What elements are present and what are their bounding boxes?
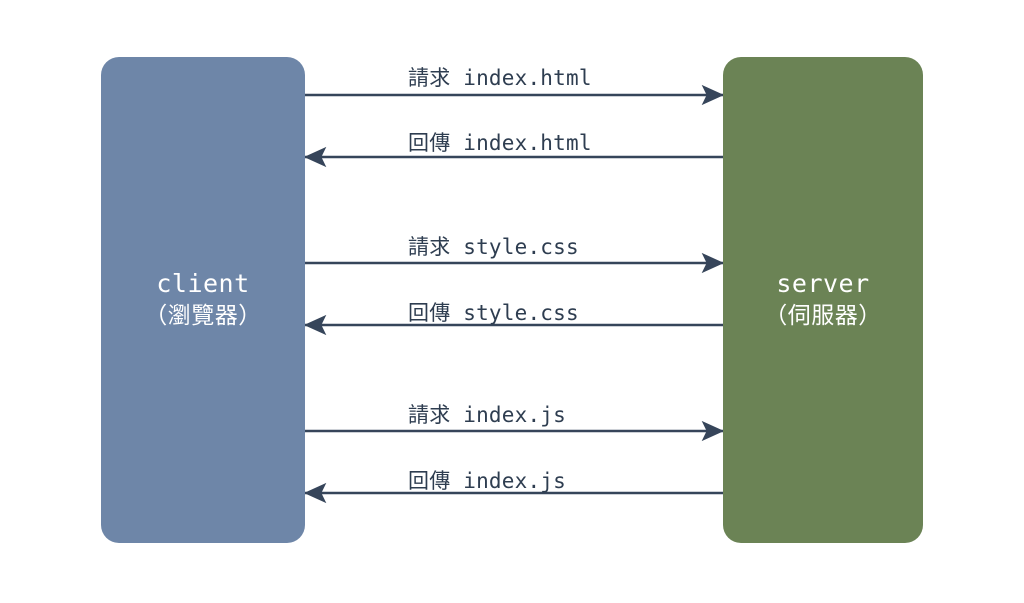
message-label: 請求 style.css [408,235,579,259]
message-label: 請求 index.js [408,403,566,427]
client-node-title: client [156,269,250,299]
server-node-subtitle: （伺服器） [764,303,882,330]
message-label: 回傳 index.js [408,469,566,493]
client-node: client （瀏覽器） [101,57,305,543]
client-node-subtitle: （瀏覽器） [144,303,262,330]
server-node: server （伺服器） [723,57,923,543]
server-node-title: server [776,269,870,299]
message-label: 回傳 index.html [408,131,592,155]
message-label: 回傳 style.css [408,301,579,325]
message-label: 請求 index.html [408,66,592,90]
